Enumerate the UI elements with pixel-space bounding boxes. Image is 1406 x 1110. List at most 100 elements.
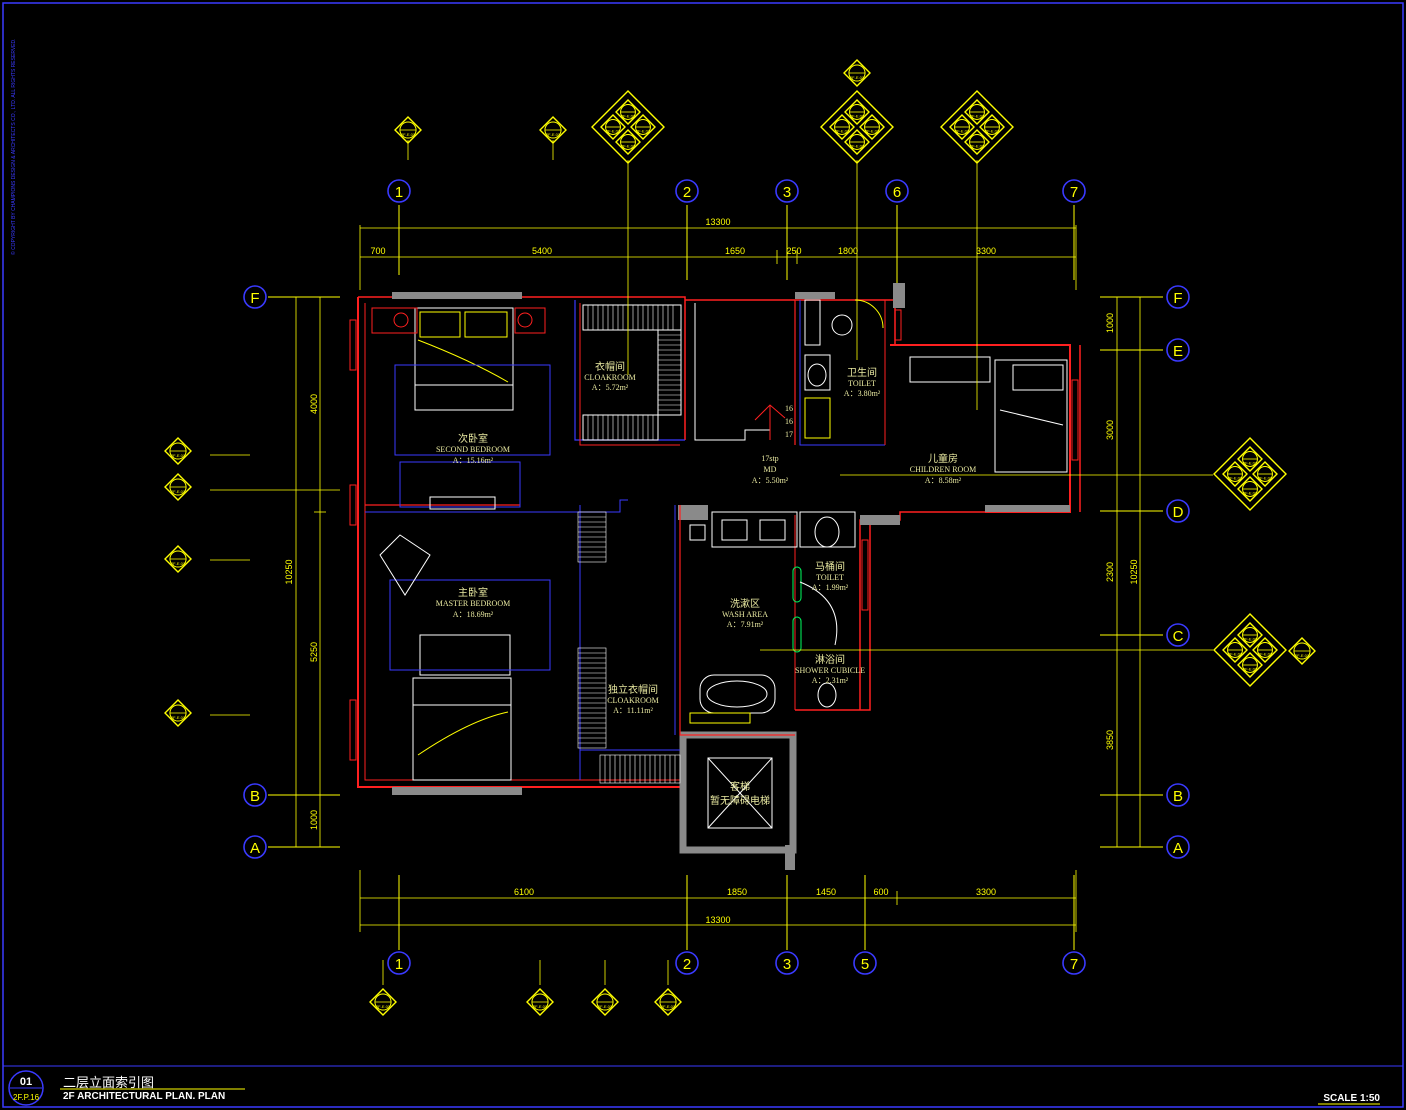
grid-bubble-B-right: B	[1166, 783, 1190, 807]
elevation-marker-icon: 2F-E.01	[843, 59, 871, 87]
elevation-marker-icon: 2F-E.01	[539, 116, 567, 144]
svg-text:7: 7	[1070, 184, 1078, 201]
wash-area-en: WASH AREA	[722, 610, 768, 619]
master-cloak-cn: 独立衣帽间	[608, 683, 658, 696]
svg-text:B: B	[1173, 788, 1183, 805]
children-room-en: CHILDREN ROOM	[910, 465, 976, 474]
bed-second-bedroom-icon	[414, 307, 514, 411]
grid-bubble-6-top: 6	[885, 179, 909, 203]
title-en: 2F ARCHITECTURAL PLAN. PLAN	[63, 1091, 225, 1102]
svg-text:2F-E.01: 2F-E.01	[1243, 490, 1258, 495]
grid-bubble-2-bottom: 2	[675, 951, 699, 975]
master-bedroom-en: MASTER BEDROOM	[436, 599, 510, 608]
stair-area: A：5.50m²	[752, 476, 789, 485]
svg-text:2F-E.01: 2F-E.01	[621, 113, 636, 118]
second-bedroom-area: A：15.16m²	[453, 456, 494, 465]
elevation-marker-icon: 2F-E.01	[526, 988, 554, 1016]
grid-bubble-F-left: F	[243, 285, 267, 309]
grid-bubbles: 1 2 3 6 7 1 2 3 5 7 F B A F E D C B A	[243, 179, 1190, 975]
svg-text:2F-E.01: 2F-E.01	[985, 128, 1000, 133]
grid-bubble-3-top: 3	[775, 179, 799, 203]
svg-text:7: 7	[1070, 956, 1078, 973]
toilet-cn: 卫生间	[847, 366, 877, 379]
svg-text:3: 3	[783, 184, 791, 201]
grid-bubble-7-bottom: 7	[1062, 951, 1086, 975]
svg-text:F: F	[250, 290, 259, 307]
svg-text:2F-E.01: 2F-E.01	[606, 128, 621, 133]
master-cloak-area: A：11.11m²	[613, 706, 653, 715]
elevation-marker-icon: 2F-E.01	[654, 988, 682, 1016]
cloak-rails-upper	[582, 304, 682, 441]
toilet-en: TOILET	[848, 379, 876, 388]
svg-text:1: 1	[395, 184, 403, 201]
stair-num-3: 17	[785, 430, 793, 439]
svg-text:2F-E.01: 2F-E.01	[850, 143, 865, 148]
dim-top-4: 1800	[838, 246, 858, 256]
dim-right-1: 3000	[1105, 420, 1115, 440]
shower-area: A：2.31m²	[812, 676, 849, 685]
cloakroom-area: A：5.72m²	[592, 383, 629, 392]
svg-text:2F-E.01: 2F-E.01	[621, 143, 636, 148]
svg-text:2F-E.01: 2F-E.01	[1295, 653, 1310, 658]
grid-bubble-1-top: 1	[387, 179, 411, 203]
wc-area: A：1.99m²	[812, 583, 849, 592]
title-sheet: 2F.P.16	[13, 1093, 40, 1102]
master-cloak-en: CLOAKROOM	[607, 696, 659, 705]
master-bedroom-cn: 主卧室	[458, 586, 488, 599]
svg-text:B: B	[250, 788, 260, 805]
svg-text:2F-E.01: 2F-E.01	[970, 113, 985, 118]
svg-text:2F-E.01: 2F-E.01	[376, 1004, 391, 1009]
stair-steps: 17stp	[761, 454, 778, 463]
furniture	[371, 299, 1068, 829]
dim-right-total: 10250	[1129, 559, 1139, 584]
dim-bottom-total: 13300	[705, 915, 730, 925]
svg-text:2F-E.01: 2F-E.01	[171, 489, 186, 494]
dim-right-0: 1000	[1105, 313, 1115, 333]
toilet-area: A：3.80m²	[844, 389, 881, 398]
copyright-text: © COPYRIGHT BY CHAMPIONS DESIGN & ARCHIT…	[10, 38, 17, 255]
svg-text:A: A	[250, 840, 260, 857]
dim-top-0: 700	[370, 246, 385, 256]
elevation-marker-icon: 2F-E.01	[591, 988, 619, 1016]
elevation-marker-icon: 2F-E.01	[394, 116, 422, 144]
dim-left-1: 5250	[309, 642, 319, 662]
dimension-text: 13300 700 5400 1650 250 1800 3300 6100 1…	[284, 217, 1139, 925]
second-bedroom-en: SECOND BEDROOM	[436, 445, 510, 454]
svg-text:2F-E.01: 2F-E.01	[955, 128, 970, 133]
svg-text:A: A	[1173, 840, 1183, 857]
grid-bubble-3-bottom: 3	[775, 951, 799, 975]
title-scale: SCALE 1:50	[1323, 1093, 1380, 1104]
dim-bottom-3: 600	[873, 887, 888, 897]
grid-bubble-F-right: F	[1166, 285, 1190, 309]
dim-top-1: 5400	[532, 246, 552, 256]
svg-text:E: E	[1173, 343, 1183, 360]
wc-cn: 马桶间	[815, 560, 845, 573]
master-bedroom-area: A：18.69m²	[453, 610, 494, 619]
wc-en: TOILET	[816, 573, 844, 582]
svg-text:2F-E.01: 2F-E.01	[661, 1004, 676, 1009]
dim-top-3: 250	[786, 246, 801, 256]
elevator-cn2: 暂无障碍电梯	[710, 794, 770, 807]
elevation-marker-icon: 2F-E.01	[164, 545, 192, 573]
dim-right-3: 3850	[1105, 730, 1115, 750]
grid-axes	[268, 205, 1163, 950]
grid-bubble-A-left: A	[243, 835, 267, 859]
svg-text:1: 1	[395, 956, 403, 973]
shower-en: SHOWER CUBICLE	[795, 666, 865, 675]
elevation-marker-icon: 2F-E.01	[164, 473, 192, 501]
dim-bottom-1: 1850	[727, 887, 747, 897]
svg-text:2F-E.01: 2F-E.01	[835, 128, 850, 133]
svg-text:3: 3	[783, 956, 791, 973]
svg-text:5: 5	[861, 956, 869, 973]
elevation-marker-icon: 2F-E.01	[164, 699, 192, 727]
svg-text:F: F	[1173, 290, 1182, 307]
grid-bubble-1-bottom: 1	[387, 951, 411, 975]
grid-bubble-A-right: A	[1166, 835, 1190, 859]
grid-bubble-7-top: 7	[1062, 179, 1086, 203]
